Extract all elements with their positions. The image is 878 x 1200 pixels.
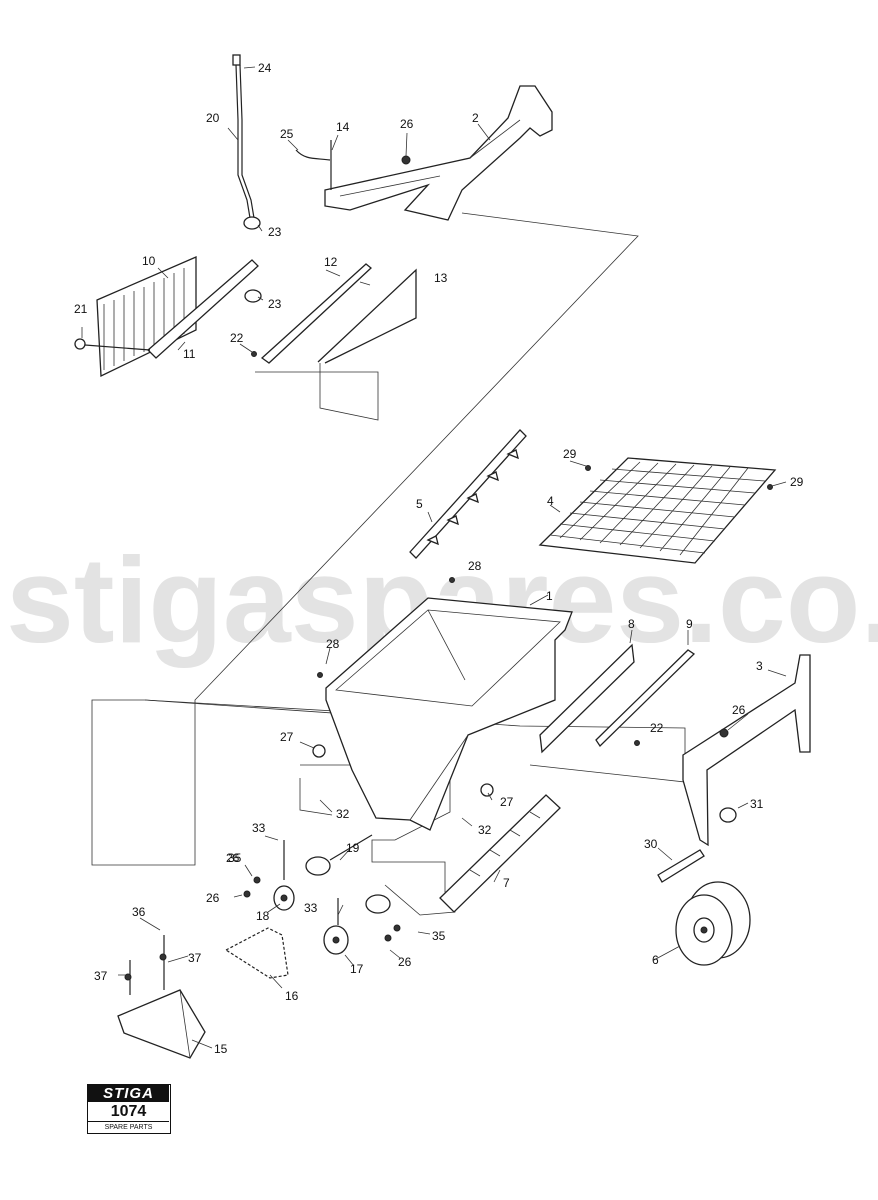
callout-26-b: 26 [732,703,746,717]
callout-23-a: 23 [268,225,282,239]
callout-12: 12 [324,255,338,269]
part-11-shaft [74,259,259,359]
callout-26-d: 26 [206,891,220,905]
part-17-pulley [323,898,401,955]
part-9-strip [595,649,696,748]
callout-labels: 1 2 3 4 5 6 7 8 9 10 11 12 13 14 15 16 1… [74,61,804,1056]
part-13-flap [317,268,417,364]
part-10-brush [96,256,197,378]
callout-35-a: 35 [228,851,242,865]
callout-27-b: 27 [500,795,514,809]
callout-3: 3 [756,659,763,673]
callout-33-a: 33 [252,821,266,835]
logo-subtitle: SPARE PARTS [88,1121,169,1133]
callout-26-c: 26 [226,851,240,865]
part-19-bearings [305,834,391,914]
callout-37-a: 37 [188,951,202,965]
callout-16: 16 [285,989,299,1003]
part-5-agitator [409,429,527,559]
callout-1: 1 [546,589,553,603]
part-30-axle [657,849,705,883]
callout-33-b: 33 [304,901,318,915]
callout-14: 14 [336,120,350,134]
part-4-grid [538,457,777,564]
callout-24: 24 [258,61,272,75]
logo-number: 1074 [110,1103,147,1120]
callout-10: 10 [142,254,156,268]
part-12-strip [251,263,372,364]
callout-27-a: 27 [280,730,294,744]
callout-18: 18 [256,909,270,923]
callout-6: 6 [652,953,659,967]
callout-23-b: 23 [268,297,282,311]
callout-25: 25 [280,127,294,141]
callout-7: 7 [503,876,510,890]
leader-lines [81,66,787,1049]
stiga-logo: STIGA 1074 SPARE PARTS [87,1084,171,1134]
callout-2: 2 [472,111,479,125]
part-2-frame [295,85,553,221]
part-6-wheel [675,881,751,966]
callout-5: 5 [416,497,423,511]
callout-17: 17 [350,962,364,976]
callout-22-b: 22 [650,721,664,735]
callout-32-b: 32 [478,823,492,837]
callout-29-a: 29 [563,447,577,461]
callout-32-a: 32 [336,807,350,821]
part-20-rod [232,54,262,303]
part-3-bracket [682,654,811,847]
logo-brand: STIGA [88,1085,169,1102]
callout-28-b: 28 [326,637,340,651]
callout-4: 4 [547,494,554,508]
callout-30: 30 [644,837,658,851]
callout-29-b: 29 [790,475,804,489]
callout-26-e: 26 [398,955,412,969]
part-18-pulley [243,840,295,911]
part-8-strip [539,643,635,754]
callout-9: 9 [686,617,693,631]
callout-15: 15 [214,1042,228,1056]
callout-35-b: 35 [432,929,446,943]
callout-13: 13 [434,271,448,285]
callout-20: 20 [206,111,220,125]
callout-8: 8 [628,617,635,631]
part-7-roller [439,794,561,913]
callout-36: 36 [132,905,146,919]
callout-31: 31 [750,797,764,811]
callout-37-b: 37 [94,969,108,983]
callout-26-a: 26 [400,117,414,131]
callout-21: 21 [74,302,88,316]
part-16-belt [224,927,289,979]
part-1-hopper [312,577,573,831]
callout-11: 11 [183,347,196,361]
callout-22-a: 22 [230,331,244,345]
part-15-guard [117,935,206,1059]
callout-28-a: 28 [468,559,482,573]
callout-19: 19 [346,841,360,855]
assembly-outline [91,212,686,916]
